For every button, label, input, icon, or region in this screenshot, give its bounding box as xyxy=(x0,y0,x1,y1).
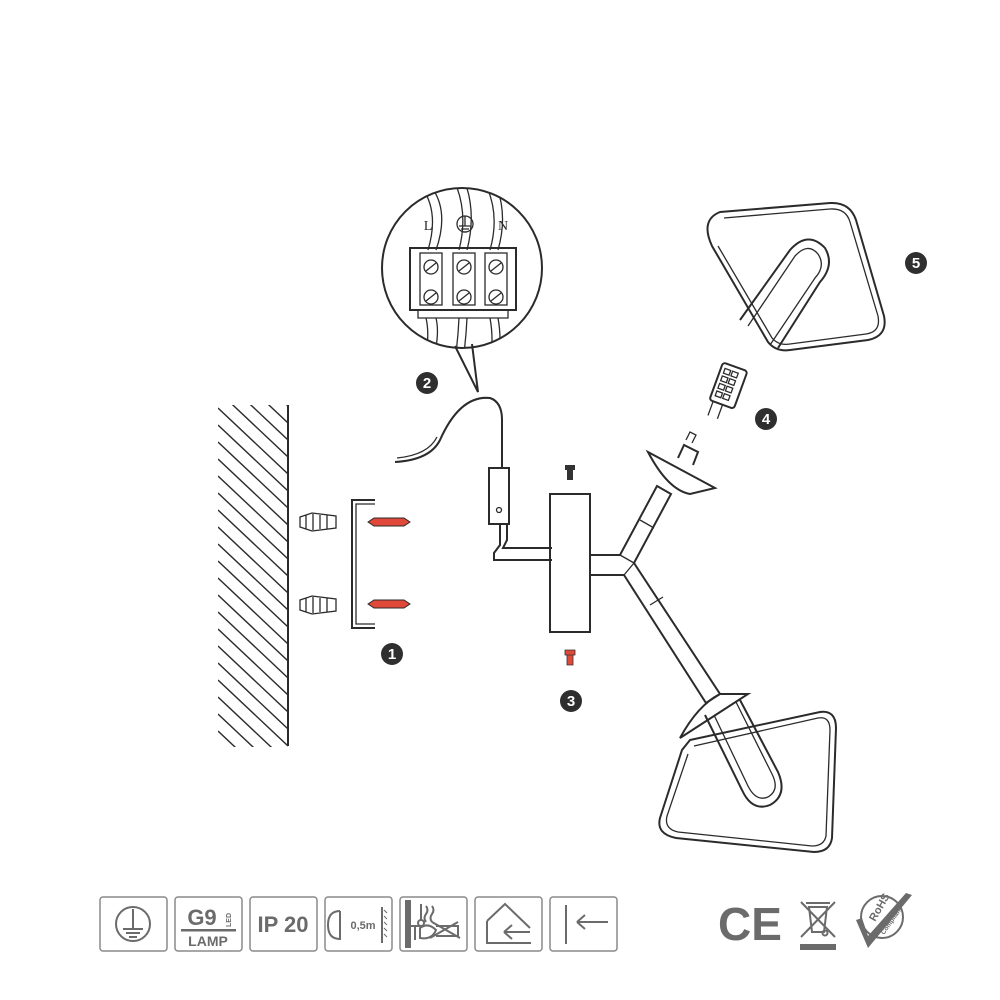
symbol-g9-lamp: G9 LED LAMP xyxy=(174,896,243,952)
svg-text:1: 1 xyxy=(388,646,396,663)
upper-shade xyxy=(706,201,886,352)
lower-lamp-holder xyxy=(679,693,752,739)
svg-text:G9: G9 xyxy=(187,905,216,930)
wall-hatch-line xyxy=(218,662,288,730)
svg-text:5: 5 xyxy=(912,255,920,272)
symbol-no-cover xyxy=(399,896,468,952)
terminal-label-neutral: N xyxy=(498,219,508,234)
lamp-arms xyxy=(590,484,722,705)
wall-hatch-line xyxy=(285,405,288,407)
svg-text:3: 3 xyxy=(567,693,575,710)
wall-hatch-line xyxy=(218,458,288,526)
wall-hatch-line xyxy=(218,628,288,696)
terminal-screws xyxy=(419,252,508,306)
g9-bulb xyxy=(707,362,748,420)
wall-hatch-line xyxy=(218,577,288,645)
wall-hatch-line xyxy=(218,679,288,747)
step-3-badge: 3 xyxy=(560,690,582,712)
weee-bin-icon xyxy=(800,901,836,950)
upper-lamp-holder xyxy=(645,431,718,496)
wall xyxy=(218,405,289,814)
wall-hatch-line xyxy=(231,405,288,458)
wall-hatch-line xyxy=(218,509,288,577)
symbol-earth xyxy=(99,896,168,952)
wall-hatch-line xyxy=(218,748,288,814)
wall-hatch-line xyxy=(218,696,273,747)
ground-icon xyxy=(456,215,474,233)
symbol-min-distance: 0,5m xyxy=(324,896,393,952)
step-4-badge: 4 xyxy=(755,408,777,430)
wall-hatch-line xyxy=(218,713,255,747)
wall-hatch-line xyxy=(218,611,288,679)
step-1-badge: 1 xyxy=(381,643,403,665)
top-screw xyxy=(565,465,575,480)
wall-hatch-line xyxy=(218,407,288,475)
step-2-badge: 2 xyxy=(416,372,438,394)
symbol-wall-mount xyxy=(549,896,618,952)
wall-hatch-line xyxy=(218,475,288,543)
lower-shade xyxy=(658,699,838,854)
symbol-indoor xyxy=(474,896,543,952)
wiring-inset: L N xyxy=(381,187,543,393)
svg-text:4: 4 xyxy=(762,411,771,428)
rohs-compliant-badge: RoHS Compliant xyxy=(856,892,912,948)
svg-text:LED: LED xyxy=(226,913,233,927)
bottom-screw xyxy=(564,649,576,666)
wall-hatch-line xyxy=(218,560,288,628)
svg-text:2: 2 xyxy=(423,375,431,392)
wall-hatch-line xyxy=(218,424,288,492)
wall-hatch-line xyxy=(218,441,288,509)
mounting-bracket xyxy=(351,499,375,629)
wall-hatch-line xyxy=(218,730,236,747)
wall-hatch-line xyxy=(218,526,288,594)
wall-hatch-line xyxy=(218,492,288,560)
terminal-label-live: L xyxy=(424,219,433,234)
wall-hatch-line xyxy=(218,645,288,713)
red-screws xyxy=(367,517,411,609)
wall-plate xyxy=(549,493,591,633)
wall-hatch-line xyxy=(218,543,288,611)
symbol-ip20: IP 20 xyxy=(249,896,318,952)
wall-hatch-line xyxy=(218,594,288,662)
wall-hatch-line xyxy=(267,405,288,424)
svg-text:LAMP: LAMP xyxy=(188,933,228,949)
svg-text:0,5m: 0,5m xyxy=(350,920,375,932)
ce-mark: CE xyxy=(718,898,782,950)
step-5-badge: 5 xyxy=(905,252,927,274)
wall-hatch-line xyxy=(249,405,288,441)
svg-text:CE: CE xyxy=(718,898,782,950)
wall-dowels xyxy=(299,512,337,615)
svg-text:IP 20: IP 20 xyxy=(258,912,309,937)
power-cable xyxy=(394,396,552,561)
